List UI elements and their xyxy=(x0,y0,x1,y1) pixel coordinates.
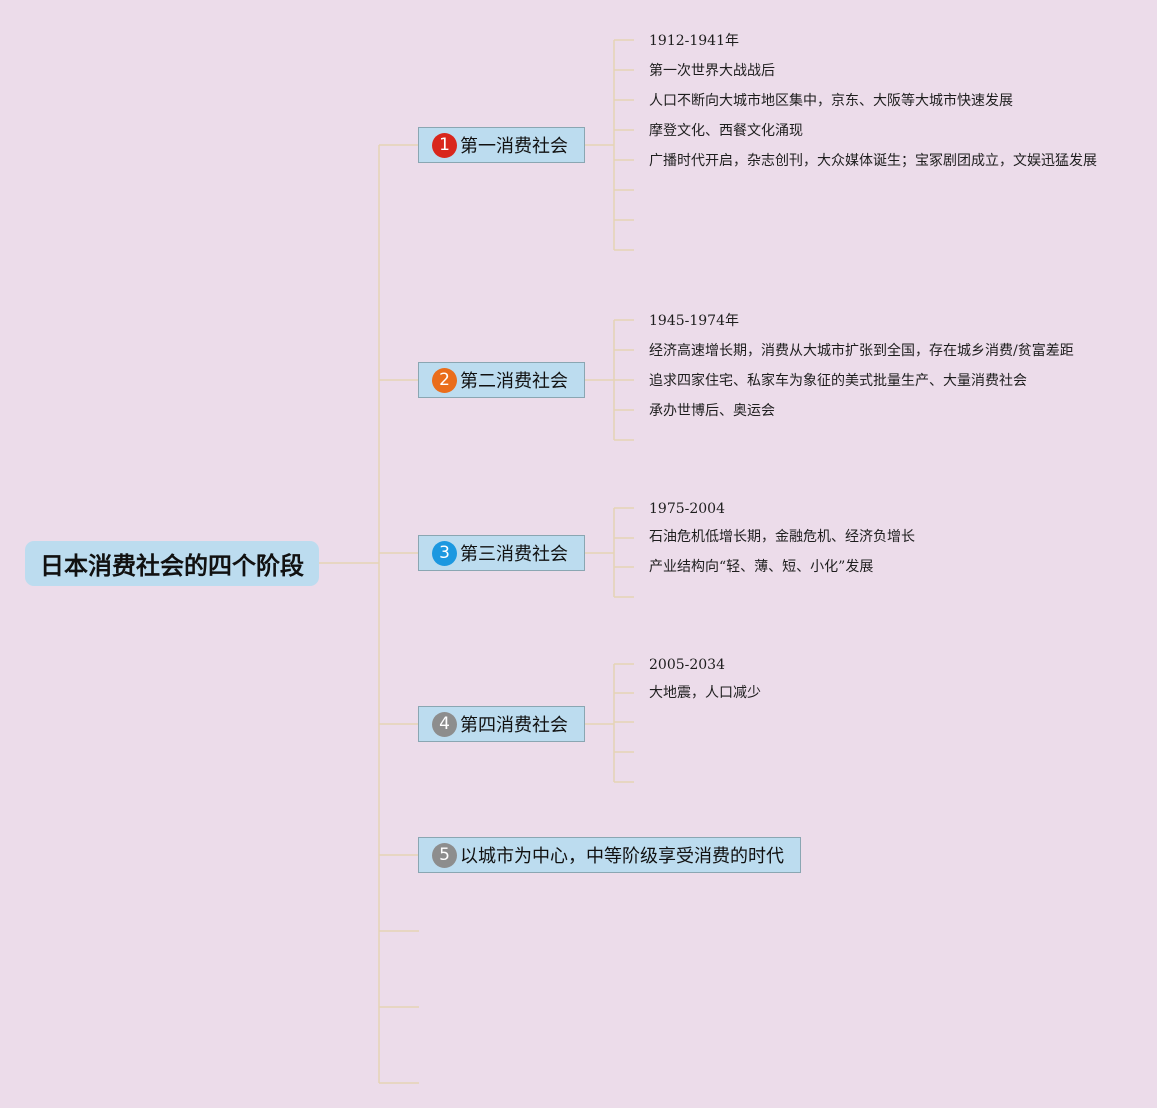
topic-first-consumer-society[interactable]: 1 第一消费社会 xyxy=(418,127,585,163)
topic-fourth-consumer-society[interactable]: 4 第四消费社会 xyxy=(418,706,585,742)
detail-item[interactable]: 2005-2034 xyxy=(649,657,725,673)
detail-item[interactable]: 追求四家住宅、私家车为象征的美式批量生产、大量消费社会 xyxy=(649,373,1027,389)
topic-label: 以城市为中心，中等阶级享受消费的时代 xyxy=(460,846,784,867)
detail-item[interactable]: 石油危机低增长期，金融危机、经济负增长 xyxy=(649,529,915,545)
topic-third-consumer-society[interactable]: 3 第三消费社会 xyxy=(418,535,585,571)
topic-label: 第一消费社会 xyxy=(460,136,568,157)
detail-item[interactable]: 大地震，人口减少 xyxy=(649,685,761,701)
number-2-icon: 2 xyxy=(432,367,457,393)
detail-item[interactable]: 摩登文化、西餐文化涌现 xyxy=(649,123,803,139)
topic-label: 第四消费社会 xyxy=(460,715,568,736)
topic-urban-middle-class-era[interactable]: 5 以城市为中心，中等阶级享受消费的时代 xyxy=(418,837,801,873)
number-1-icon: 1 xyxy=(432,132,457,158)
topic-label: 第三消费社会 xyxy=(460,544,568,565)
detail-item[interactable]: 经济高速增长期，消费从大城市扩张到全国，存在城乡消费/贫富差距 xyxy=(649,343,1074,359)
root-topic[interactable]: 日本消费社会的四个阶段 xyxy=(25,541,319,586)
number-3-icon: 3 xyxy=(432,540,457,566)
topic-second-consumer-society[interactable]: 2 第二消费社会 xyxy=(418,362,585,398)
detail-item[interactable]: 广播时代开启，杂志创刊，大众媒体诞生；宝冢剧团成立，文娱迅猛发展 xyxy=(649,153,1097,169)
detail-item[interactable]: 第一次世界大战战后 xyxy=(649,63,775,79)
detail-item[interactable]: 产业结构向“轻、薄、短、小化”发展 xyxy=(649,559,874,575)
detail-item[interactable]: 人口不断向大城市地区集中，京东、大阪等大城市快速发展 xyxy=(649,93,1013,109)
detail-item[interactable]: 承办世博后、奥运会 xyxy=(649,403,775,419)
detail-item[interactable]: 1912-1941年 xyxy=(649,33,739,49)
number-4-icon: 4 xyxy=(432,711,457,737)
root-topic-label: 日本消费社会的四个阶段 xyxy=(40,552,304,580)
number-5-icon: 5 xyxy=(432,842,457,868)
detail-item[interactable]: 1975-2004 xyxy=(649,501,725,517)
detail-item[interactable]: 1945-1974年 xyxy=(649,313,739,329)
topic-label: 第二消费社会 xyxy=(460,371,568,392)
